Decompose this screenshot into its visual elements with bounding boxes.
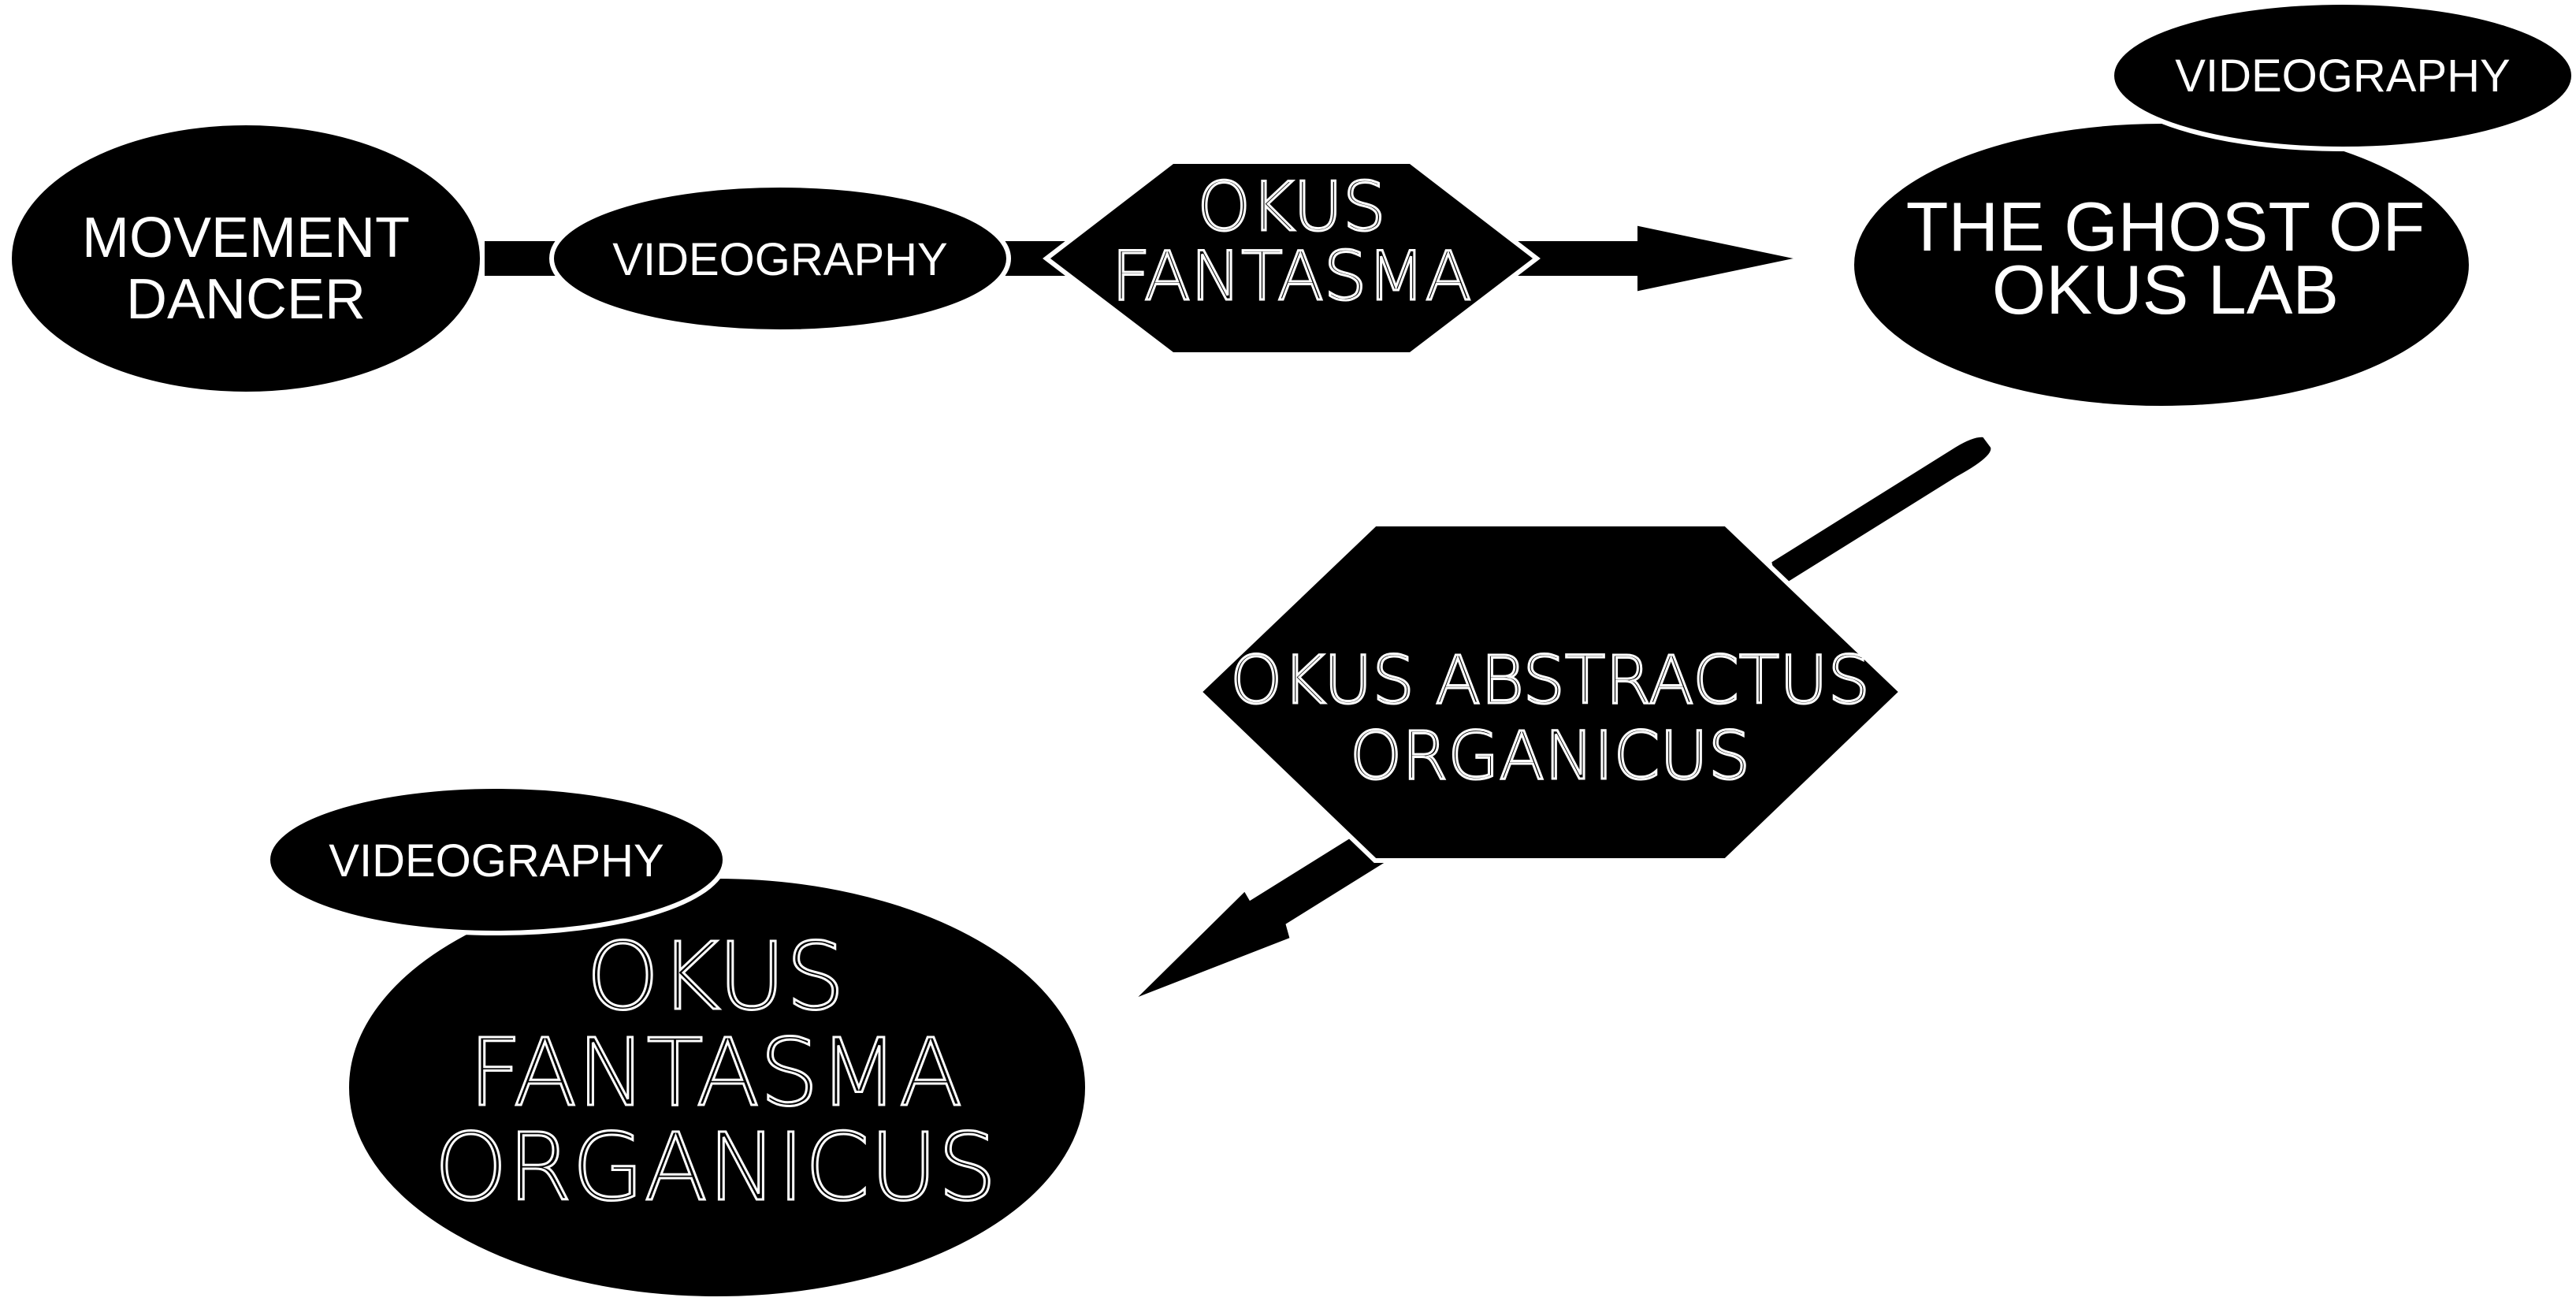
arrow-fantasma-to-ghost-lab	[1507, 220, 1805, 297]
label-movement-dancer-line1: MOVEMENT	[82, 206, 410, 270]
label-ghost-lab-line1: THE GHOST OF	[1906, 188, 2425, 266]
connector-ghost-lab-to-abstractus	[1766, 432, 1996, 596]
node-videography-3	[266, 784, 727, 935]
label-videography-2: VIDEOGRAPHY	[2175, 50, 2510, 102]
label-fantasma-organicus-line2: FANTASMA	[468, 1018, 962, 1127]
label-fantasma-organicus-line3: ORGANICUS	[434, 1113, 997, 1221]
label-abstractus-line1: OKUS ABSTRACTUS	[1230, 641, 1870, 719]
node-abstractus	[1195, 522, 1905, 863]
label-ghost-lab-line2: OKUS LAB	[1992, 251, 2339, 329]
label-videography-3: VIDEOGRAPHY	[329, 835, 664, 887]
node-videography-1	[549, 183, 1011, 334]
label-fantasma-organicus-line1: OKUS	[586, 922, 845, 1031]
node-videography-2	[2109, 0, 2576, 151]
label-okus-fantasma-line1: OKUS	[1197, 168, 1385, 247]
arrow-abstractus-to-organicus	[1126, 831, 1396, 1006]
label-videography-1: VIDEOGRAPHY	[612, 234, 947, 285]
node-movement-dancer	[7, 121, 485, 396]
node-okus-fantasma	[1043, 159, 1541, 357]
label-abstractus-line2: ORGANICUS	[1350, 717, 1750, 794]
label-movement-dancer-line2: DANCER	[126, 268, 366, 331]
label-okus-fantasma-line2: FANTASMA	[1111, 237, 1471, 316]
